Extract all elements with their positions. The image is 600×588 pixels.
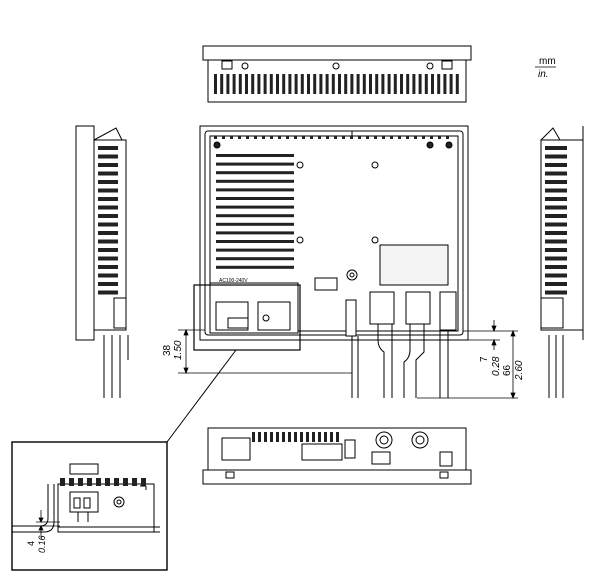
right-side-vents: [545, 146, 567, 295]
detail-leader-line: [166, 349, 237, 443]
left-side-vents: [98, 146, 118, 295]
detail-callout-box: [193, 284, 301, 351]
unit-inch: in.: [538, 69, 549, 80]
dimension-7-and-66: [417, 320, 518, 400]
dim-4-mm: 4: [26, 541, 36, 546]
detail-terminal-pins: [60, 478, 146, 486]
units-legend: mm in.: [535, 56, 556, 80]
bottom-view: [202, 427, 472, 485]
dim-4-in: 0.16: [37, 535, 47, 553]
dim-38-in: 1.50: [173, 340, 184, 360]
dim-7-mm: 7: [479, 356, 490, 362]
power-terminal-label: AC100-240V: [219, 278, 248, 284]
bottom-view-vents: [252, 432, 339, 442]
detail-view: [11, 441, 168, 571]
top-view: [202, 45, 472, 103]
rear-view-top-notches: [214, 136, 449, 139]
dim-38-mm: 38: [162, 344, 173, 356]
dimension-38: [178, 328, 352, 375]
right-side-view: [540, 126, 597, 398]
rear-view-vents: [216, 154, 294, 269]
dim-66-in: 2.60: [514, 360, 525, 381]
dim-66-mm: 66: [502, 364, 513, 376]
dim-7-in: 0.28: [491, 356, 502, 376]
rear-view: AC100-240V: [199, 125, 469, 398]
top-view-vents: [214, 74, 459, 94]
left-side-view: [75, 125, 129, 398]
dimension-4: [36, 510, 60, 538]
unit-mm: mm: [539, 56, 556, 67]
